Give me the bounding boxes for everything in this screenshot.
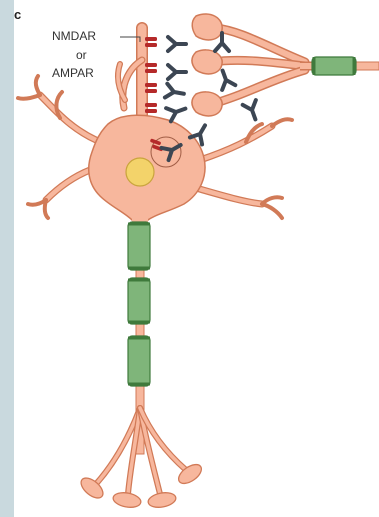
axon-terminals: [78, 408, 205, 509]
receptor-label-line-3: AMPAR: [52, 67, 94, 79]
antibody-icon: [168, 65, 186, 79]
panel-letter: c: [14, 8, 21, 21]
antibody-icon: [166, 102, 188, 121]
postsynaptic-myelin: [128, 222, 150, 386]
presynaptic-terminals: [192, 14, 222, 116]
antibody-icon: [165, 84, 185, 101]
antibody-icon: [168, 37, 186, 51]
receptor-label-line-2: or: [76, 49, 87, 61]
receptor-label-line-1: NMDAR: [52, 30, 96, 42]
antibody-icon: [243, 100, 262, 122]
presynaptic-myelin: [312, 57, 356, 75]
antibody-icon: [216, 68, 235, 90]
nucleus: [126, 158, 154, 186]
